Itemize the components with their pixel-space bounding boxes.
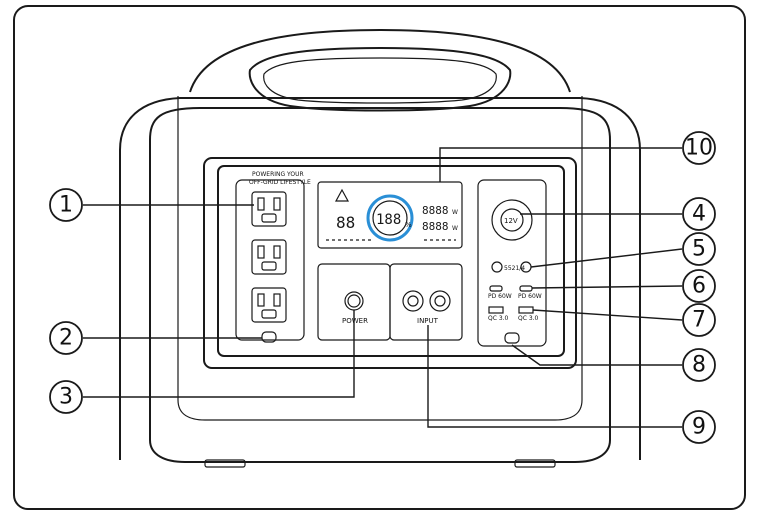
battery-ring — [366, 194, 414, 242]
svg-text:2: 2 — [59, 326, 73, 351]
power-button-label: POWER — [342, 317, 368, 325]
callout-9: 9 — [682, 410, 716, 444]
ac-outlet-panel: POWERING YOUR OFF-GRID LIFESTYLE — [235, 171, 311, 343]
usb-c-port-1[interactable] — [489, 285, 503, 292]
dc-port-1[interactable] — [491, 261, 503, 273]
carry-handle — [189, 28, 571, 112]
svg-text:6: 6 — [692, 274, 706, 299]
dc-switch-button[interactable] — [504, 332, 520, 344]
foot-right — [514, 459, 556, 468]
callout-10: 10 — [682, 131, 716, 165]
ac-outlet-3[interactable] — [251, 287, 287, 323]
ac-outlet-1[interactable] — [251, 191, 287, 227]
foot-left — [204, 459, 246, 468]
usb-a-port-2[interactable] — [518, 306, 534, 314]
lcd-display: 88 188 % 8888 W 8888 W — [317, 181, 463, 249]
dc-port-label: 5521/4 — [504, 265, 525, 272]
svg-text:3: 3 — [59, 385, 73, 410]
dc-panel: 12V 5521/4 PD 60W PD 60W QC 3.0 QC 3.0 — [477, 179, 547, 347]
car-socket-label: 12V — [504, 217, 518, 225]
input-label: INPUT — [417, 317, 439, 325]
svg-text:5: 5 — [692, 237, 706, 262]
lcd-percent-value: 188 — [376, 212, 401, 228]
leader-lines — [83, 147, 683, 428]
callout-8: 8 — [682, 348, 716, 382]
lcd-left-digits: 88 — [336, 213, 355, 232]
input-port-1[interactable] — [402, 290, 424, 312]
usb-a-1-label: QC 3.0 — [488, 315, 509, 322]
usb-c-2-label: PD 60W — [518, 293, 542, 300]
lcd-input-watts: 8888 — [422, 220, 449, 233]
svg-text:9: 9 — [692, 415, 706, 440]
warning-icon — [334, 188, 350, 202]
svg-text:1: 1 — [59, 193, 73, 218]
callout-2: 2 — [49, 321, 83, 355]
svg-text:4: 4 — [692, 202, 706, 227]
svg-text:10: 10 — [685, 136, 713, 161]
callout-6: 6 — [682, 269, 716, 303]
svg-text:8: 8 — [692, 353, 706, 378]
svg-text:7: 7 — [692, 308, 706, 333]
usb-a-port-1[interactable] — [488, 306, 504, 314]
input-panel: INPUT — [389, 263, 463, 341]
lcd-percent-unit: % — [405, 221, 412, 229]
ac-header-line2: OFF-GRID LIFESTYLE — [249, 179, 311, 186]
callout-1: 1 — [49, 188, 83, 222]
callout-5: 5 — [682, 232, 716, 266]
callout-7: 7 — [682, 303, 716, 337]
lcd-output-watts: 8888 — [422, 204, 449, 217]
car-socket[interactable] — [491, 199, 533, 241]
usb-c-1-label: PD 60W — [488, 293, 512, 300]
diagram-frame — [13, 5, 746, 510]
input-port-2[interactable] — [429, 290, 451, 312]
callout-3: 3 — [49, 380, 83, 414]
ac-header-line1: POWERING YOUR — [252, 171, 304, 178]
ac-outlet-2[interactable] — [251, 239, 287, 275]
unit-body — [119, 96, 641, 468]
lcd-input-unit: W — [452, 225, 458, 232]
lcd-output-unit: W — [452, 209, 458, 216]
callout-4: 4 — [682, 197, 716, 231]
usb-c-port-2[interactable] — [519, 285, 533, 292]
ac-switch-button[interactable] — [261, 331, 277, 343]
usb-a-2-label: QC 3.0 — [518, 315, 539, 322]
